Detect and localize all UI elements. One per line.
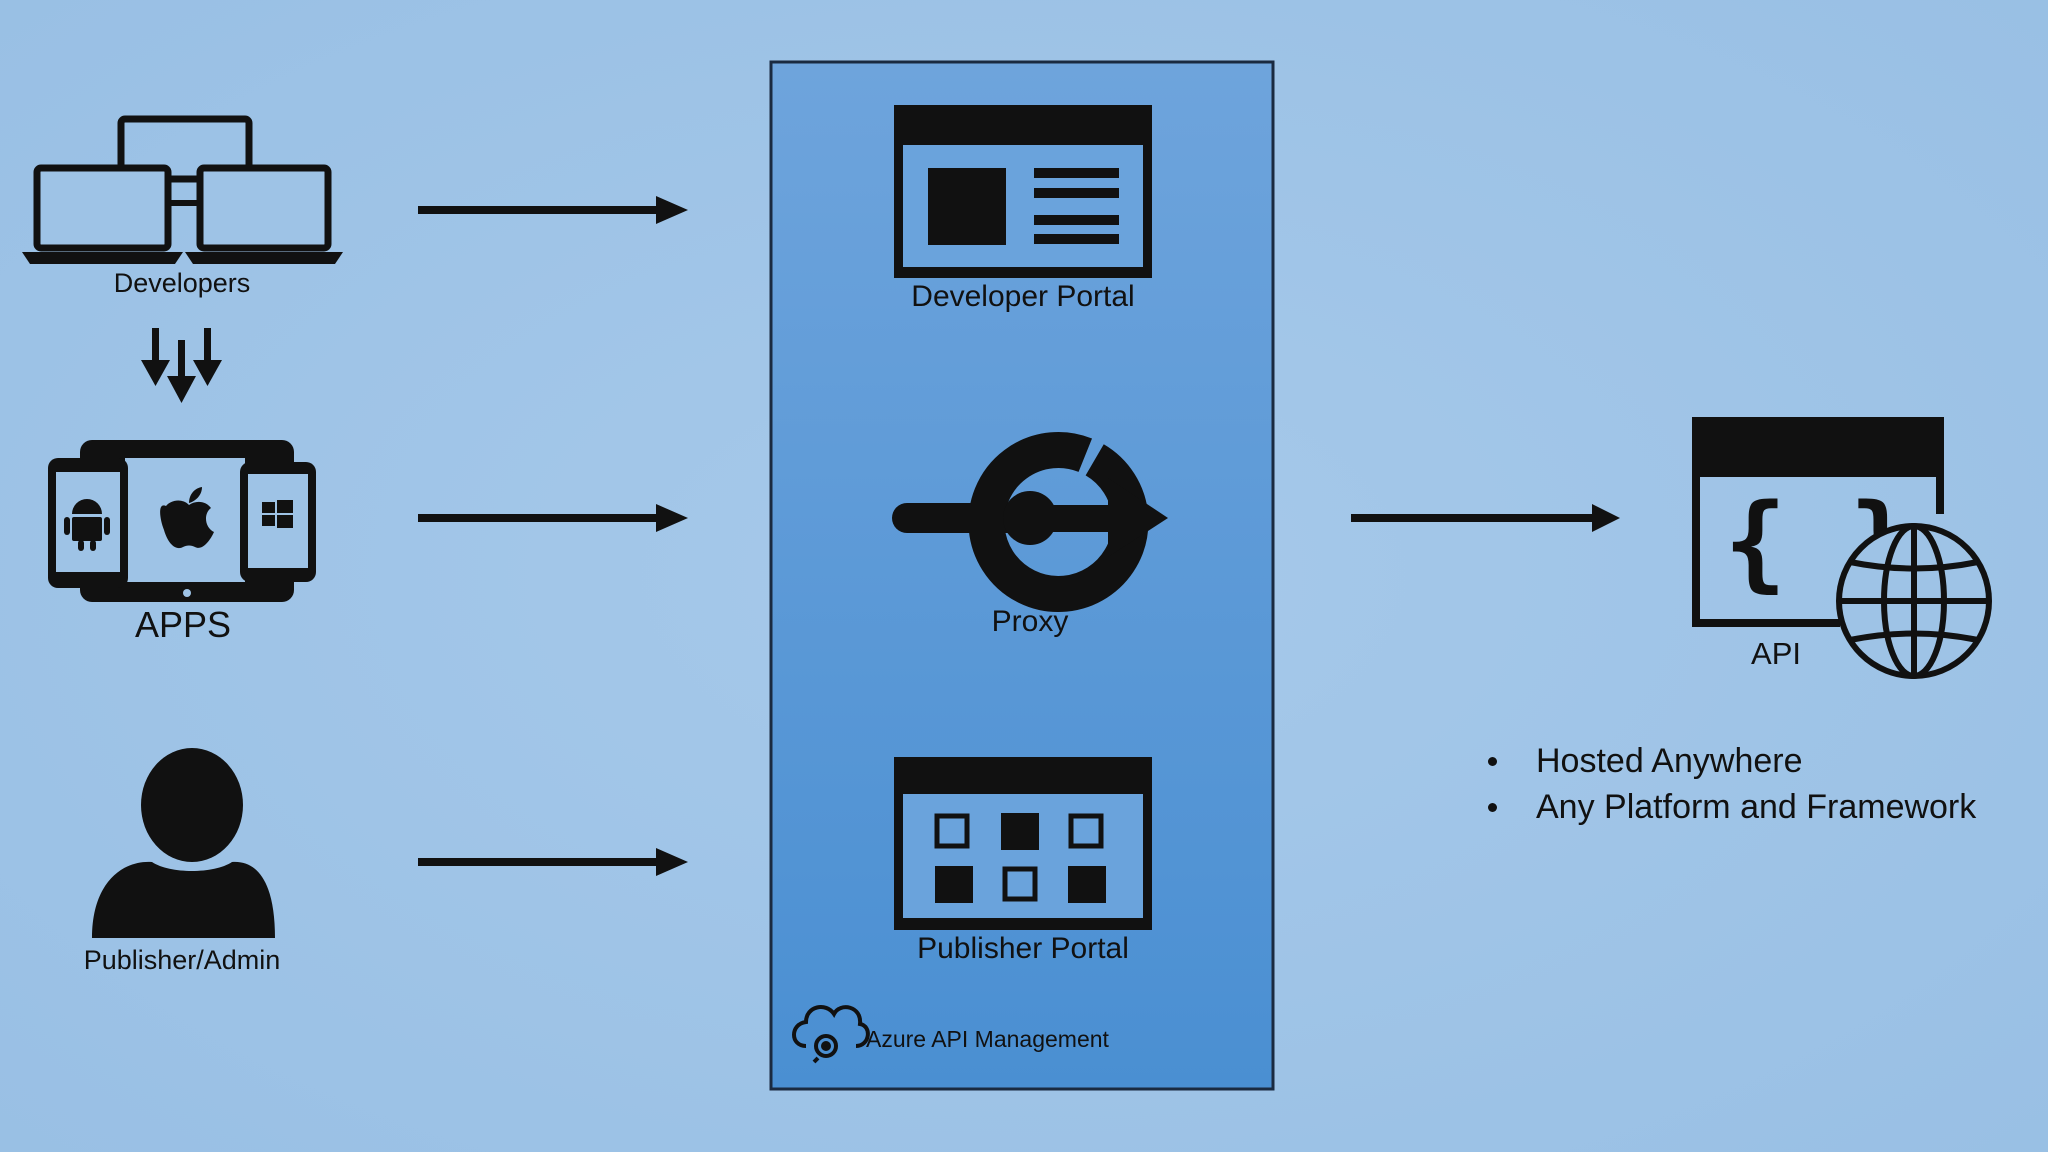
globe-icon bbox=[1836, 523, 1992, 679]
list-item: Hosted Anywhere bbox=[1484, 738, 1976, 784]
arrow-apps-to-apim bbox=[418, 504, 688, 532]
arrow-apim-to-api bbox=[1351, 504, 1620, 532]
proxy-icon bbox=[892, 432, 1168, 612]
developer-portal-label: Developer Portal bbox=[911, 280, 1135, 313]
arrow-publisher-to-apim bbox=[418, 848, 688, 876]
developer-portal-icon bbox=[894, 105, 1152, 278]
developers-label: Developers bbox=[113, 268, 251, 298]
list-item: Any Platform and Framework bbox=[1484, 784, 1976, 830]
arrow-developers-to-apim bbox=[418, 196, 688, 224]
publisher-portal-label: Publisher Portal bbox=[917, 932, 1129, 965]
azure-api-management-label: Azure API Management bbox=[866, 1026, 1109, 1052]
publisher-admin-label: Publisher/Admin bbox=[83, 945, 281, 975]
apps-label: APPS bbox=[134, 604, 232, 645]
developers-laptops-icon bbox=[22, 115, 343, 264]
proxy-label: Proxy bbox=[991, 605, 1069, 638]
publisher-admin-person-icon bbox=[92, 748, 275, 938]
api-label: API bbox=[1751, 636, 1801, 671]
publisher-portal-icon bbox=[894, 757, 1152, 930]
apps-devices-icon bbox=[48, 440, 316, 602]
azure-cloud-gear-icon bbox=[792, 1005, 870, 1064]
api-features-list: Hosted Anywhere Any Platform and Framewo… bbox=[1484, 738, 1976, 830]
flow-down-arrows-icon bbox=[141, 328, 222, 403]
